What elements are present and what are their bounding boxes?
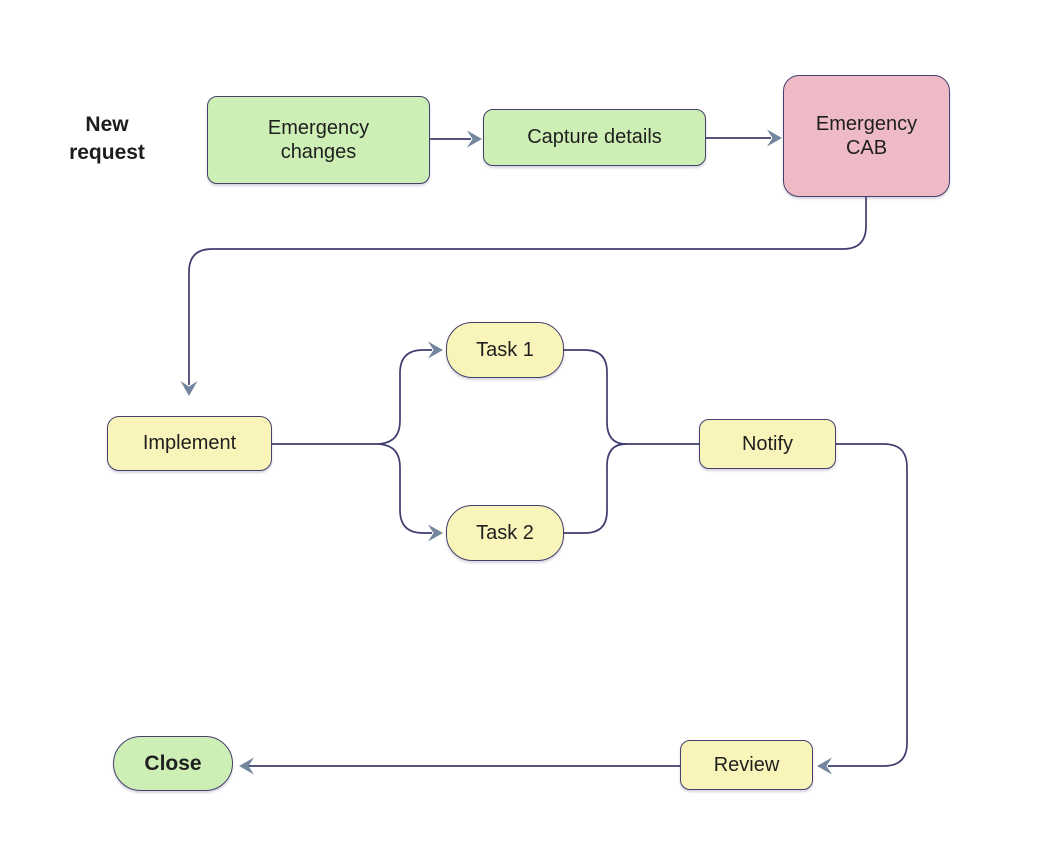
edge-task2-to-merge <box>564 443 627 534</box>
node-label: Close <box>144 751 202 775</box>
arrowhead-right-icon <box>428 341 443 359</box>
node-label: Task 2 <box>476 521 534 544</box>
node-label: Review <box>713 753 780 776</box>
node-label: Emergency changes <box>267 116 370 163</box>
node-capture-details: Capture details <box>483 109 706 166</box>
edge-task1-to-merge <box>564 349 627 445</box>
arrowhead-right-icon <box>428 524 443 542</box>
arrowhead-left-icon <box>239 757 254 775</box>
arrowhead-right-icon <box>767 129 782 147</box>
arrowhead-down-icon <box>180 381 198 396</box>
arrowhead-left-icon <box>817 757 832 775</box>
node-review: Review <box>680 740 813 790</box>
node-label: Emergency CAB <box>815 112 918 159</box>
node-label: Implement <box>142 432 237 455</box>
new-request-label: New request <box>69 113 145 165</box>
node-label: Capture details <box>527 126 662 149</box>
arrowhead-right-icon <box>467 130 482 148</box>
edge-notify-to-review <box>828 443 908 767</box>
node-label: Task 1 <box>476 338 534 361</box>
node-task-1: Task 1 <box>446 322 564 378</box>
edge-cab-to-implement <box>188 197 867 385</box>
node-emergency-cab: Emergency CAB <box>783 75 950 197</box>
node-close: Close <box>113 736 233 791</box>
node-label: Notify <box>741 432 794 455</box>
edge-fork-to-task2 <box>377 443 432 534</box>
node-implement: Implement <box>107 416 272 471</box>
node-emergency-changes: Emergency changes <box>207 96 430 184</box>
node-notify: Notify <box>699 419 836 469</box>
node-task-2: Task 2 <box>446 505 564 561</box>
edge-fork-to-task1 <box>377 349 432 445</box>
